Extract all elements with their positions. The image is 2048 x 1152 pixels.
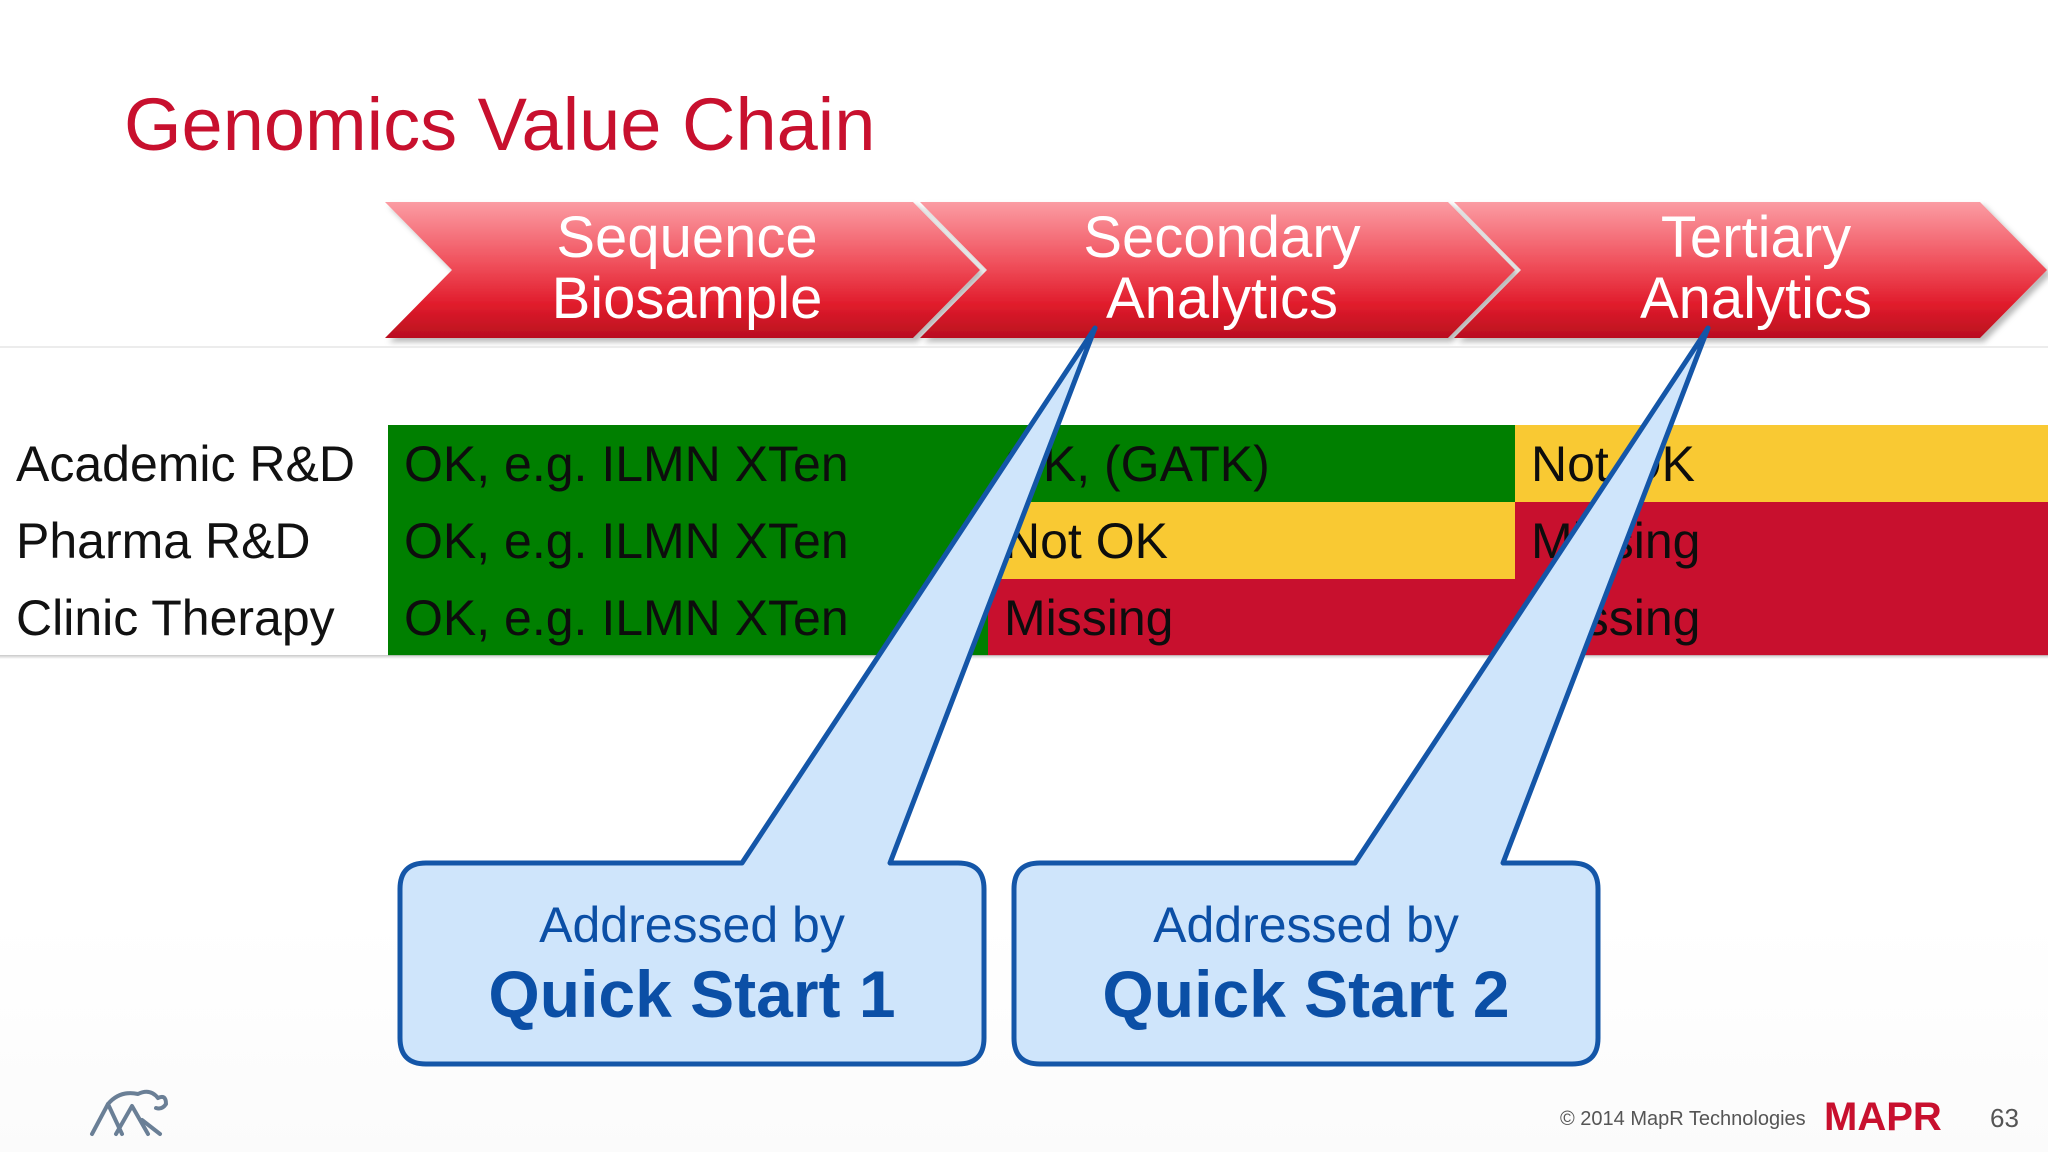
callout-text-quick-start-1: Addressed by Quick Start 1	[412, 896, 972, 1034]
callout-heading: Quick Start 1	[488, 957, 896, 1031]
row-label-academic: Academic R&D	[16, 436, 355, 492]
value-chain-chevrons	[385, 202, 2047, 338]
stage-label-sequence-biosample: Sequence Biosample	[447, 207, 927, 329]
callout-subtitle: Addressed by	[539, 897, 845, 953]
callout-text-quick-start-2: Addressed by Quick Start 2	[1026, 896, 1586, 1034]
callout-quick-start-1	[397, 325, 1098, 1067]
status-cell: OK, e.g. ILMN XTen	[388, 425, 988, 502]
stage-label-line1: Sequence	[556, 205, 818, 270]
header-divider	[0, 346, 2048, 348]
stage-label-line1: Secondary	[1083, 205, 1361, 270]
stage-label-line2: Biosample	[551, 266, 823, 331]
status-cell: OK, e.g. ILMN XTen	[388, 502, 988, 579]
chevron-tertiary-analytics	[1454, 202, 2047, 338]
stage-label-line1: Tertiary	[1660, 205, 1852, 270]
status-cell: OK, (GATK)	[988, 425, 1515, 502]
stage-label-line2: Analytics	[1105, 266, 1339, 331]
chevron-secondary-analytics	[920, 202, 1515, 338]
callout-subtitle: Addressed by	[1153, 897, 1459, 953]
table-bottom-rule	[0, 655, 2048, 659]
row-label-clinic: Clinic Therapy	[16, 590, 335, 646]
status-cell: OK, e.g. ILMN XTen	[388, 579, 988, 656]
stage-label-tertiary-analytics: Tertiary Analytics	[1516, 207, 1996, 329]
status-cell: Not OK	[988, 502, 1515, 579]
row-label-pharma: Pharma R&D	[16, 513, 311, 569]
callout-heading: Quick Start 2	[1102, 957, 1510, 1031]
mapr-logo: MAPR	[1824, 1096, 1942, 1136]
page-number: 63	[1990, 1103, 2019, 1133]
stage-label-line2: Analytics	[1639, 266, 1873, 331]
status-cell: Missing	[988, 579, 1515, 656]
footer-copyright: © 2014 MapR Technologies	[1560, 1108, 1806, 1130]
callout-quick-start-2	[1011, 325, 1711, 1067]
chevron-sequence-biosample	[385, 202, 980, 338]
stage-label-secondary-analytics: Secondary Analytics	[982, 207, 1462, 329]
slide-title: Genomics Value Chain	[124, 83, 876, 166]
mapr-elephant-icon	[90, 1089, 168, 1136]
mapr-logo-text: MAPR	[1824, 1096, 1942, 1136]
